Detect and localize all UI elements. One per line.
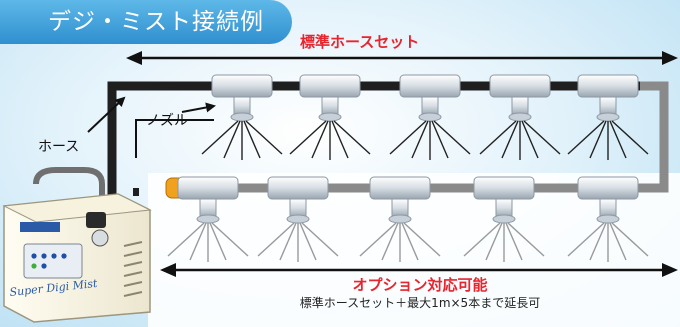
- hose-label: ホース: [38, 139, 80, 155]
- nozzle-top-1: [201, 74, 283, 160]
- nozzle-bottom-1: [167, 176, 249, 262]
- hose-pointer-arrow: [87, 96, 126, 133]
- nozzle-bottom-4: [463, 176, 545, 262]
- unit-valve: [86, 212, 106, 228]
- nozzle-top-4: [479, 74, 561, 160]
- unit-logo-plate: [20, 222, 60, 232]
- nozzle-top-2: [289, 74, 371, 160]
- control-panel: [23, 243, 83, 279]
- unit-knob: [91, 229, 109, 247]
- option-label: オプション対応可能: [352, 276, 488, 294]
- nozzle-pointer-arrow: [181, 102, 216, 113]
- mist-unit: Super Digi Mist: [2, 167, 152, 323]
- nozzle-top-3: [389, 74, 471, 160]
- option-length-arrow: [160, 263, 678, 277]
- standard-length-arrow: [126, 51, 678, 65]
- nozzle-bottom-3: [359, 176, 441, 262]
- unit-handle: [33, 167, 105, 196]
- nozzle-bottom-2: [257, 176, 339, 262]
- page-title: デジ・ミスト接続例: [0, 0, 292, 44]
- nozzle-top-5: [567, 74, 649, 160]
- option-description: 標準ホースセット＋最大1m×5本まで延長可: [299, 296, 541, 310]
- nozzle-bottom-5: [567, 176, 649, 262]
- nozzle-label: ノズル: [146, 113, 188, 129]
- standard-hose-set-label: 標準ホースセット: [300, 33, 420, 51]
- unit-vents: [123, 241, 143, 297]
